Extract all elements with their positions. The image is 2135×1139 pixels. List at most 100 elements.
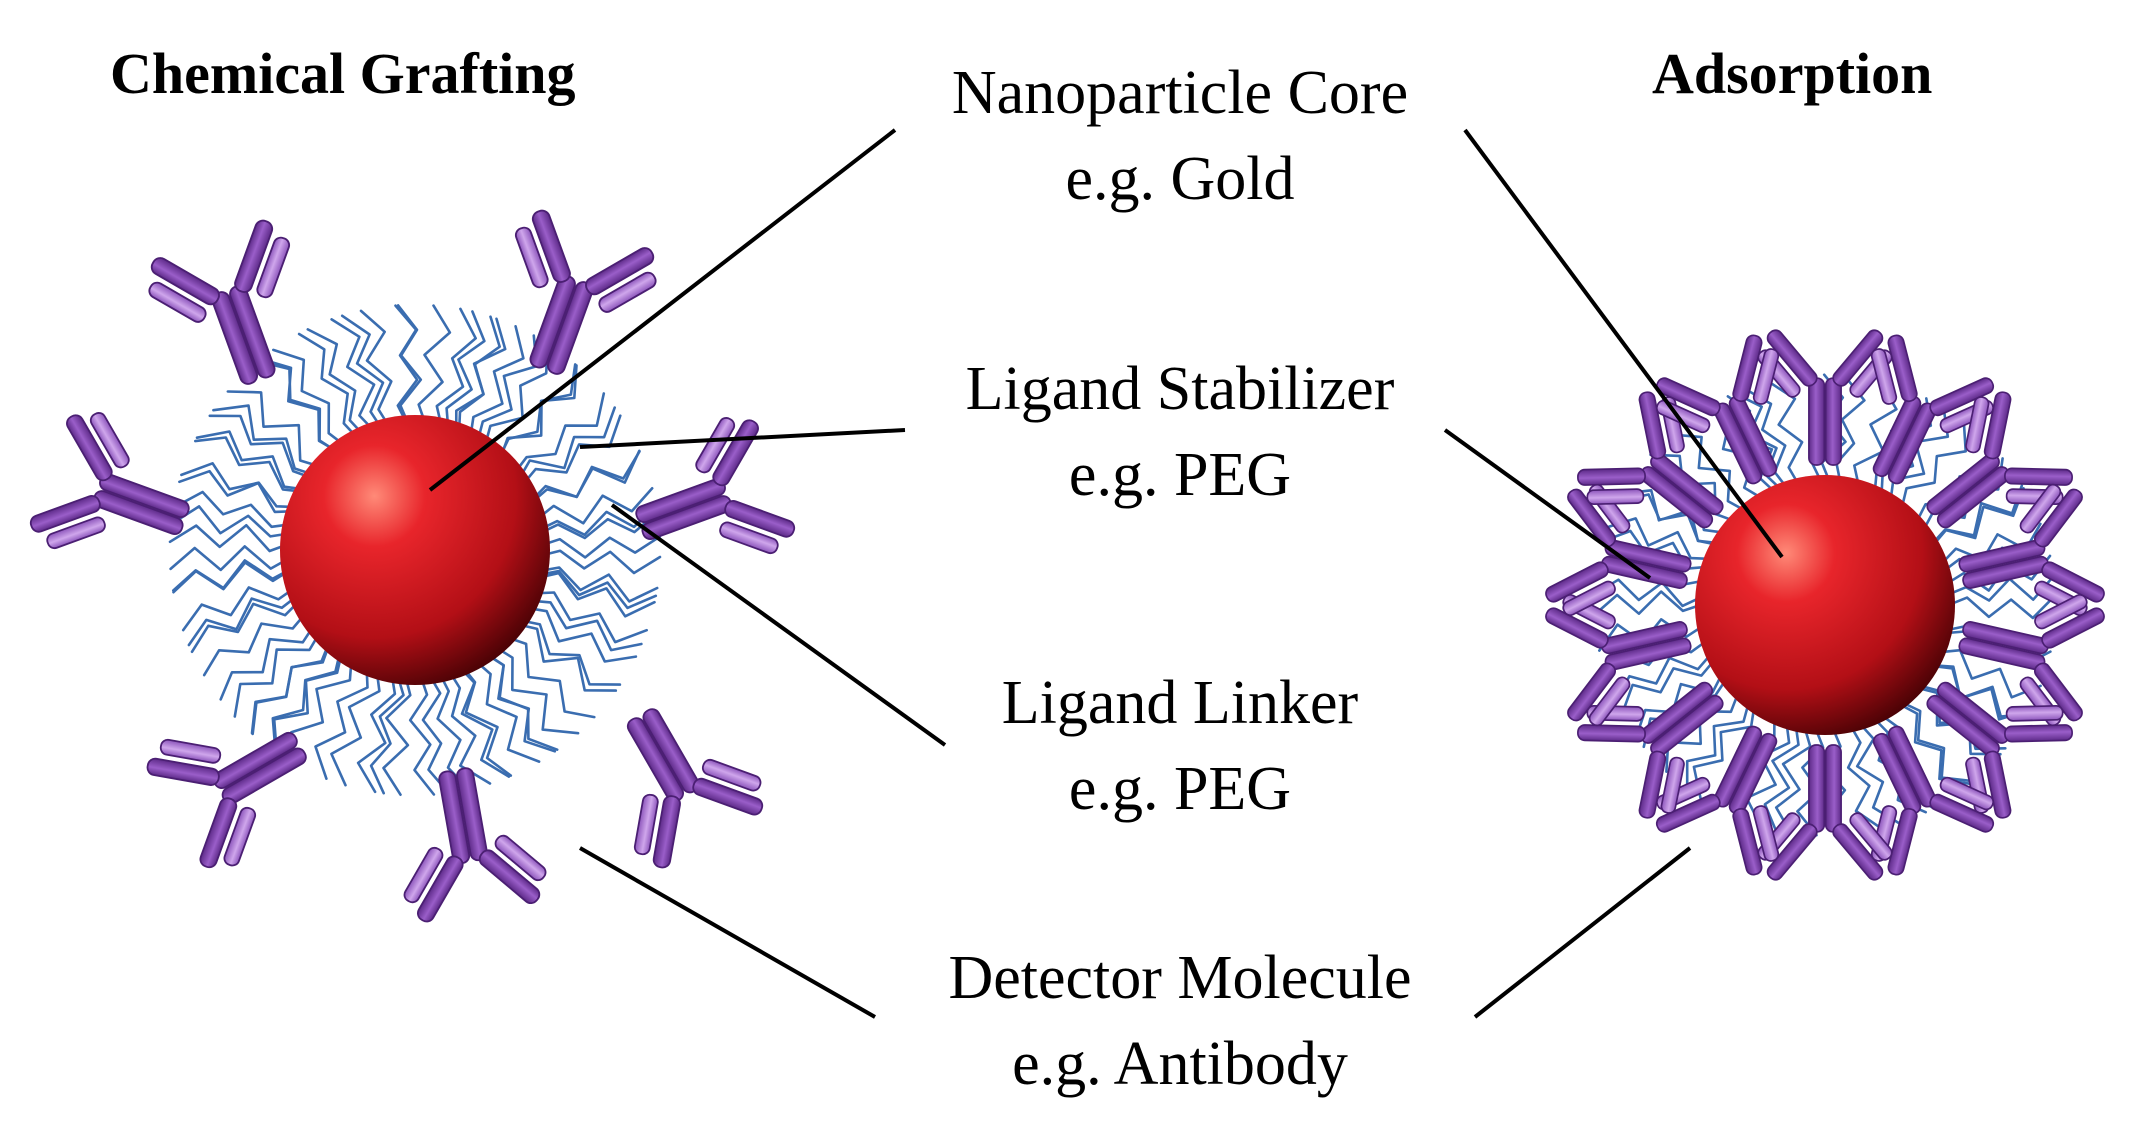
antibody-icon xyxy=(1958,594,2105,727)
right-nanoparticle-core xyxy=(1695,475,1955,735)
leader-lines xyxy=(428,128,1784,1019)
ligand-chain xyxy=(1853,380,1898,492)
ligand-chain xyxy=(530,569,658,610)
ligand-chain xyxy=(1943,594,2057,620)
label-ligand-linker-example: e.g. PEG xyxy=(1068,755,1292,823)
ligand-chain xyxy=(272,348,352,451)
ligand-chain xyxy=(482,342,549,453)
ligand-chain xyxy=(394,304,419,432)
ligand-chain xyxy=(314,658,369,780)
ligand-chain xyxy=(1933,648,2042,699)
ligand-chain xyxy=(169,505,298,538)
left-ligand-shell xyxy=(168,304,662,796)
ligand-chain xyxy=(533,549,662,575)
label-ligand-stabilizer-name: Ligand Stabilizer xyxy=(965,355,1395,423)
label-ligand-stabilizer-example: e.g. PEG xyxy=(1068,441,1292,509)
right-antibody-group xyxy=(1545,329,2105,881)
ligand-chain xyxy=(340,314,387,436)
antibody-icon xyxy=(148,219,291,385)
ligand-chain xyxy=(369,667,405,795)
ligand-chain xyxy=(180,462,305,509)
label-ligand-stabilizer: Ligand Stabilizer e.g. PEG xyxy=(870,346,1490,518)
ligand-chain xyxy=(208,414,319,482)
left-nanoparticle-core xyxy=(280,415,550,685)
ligand-chain xyxy=(290,650,354,764)
leader-detector-left xyxy=(579,846,876,1019)
leader-linker xyxy=(610,503,947,747)
antibody-icon xyxy=(1958,483,2105,616)
ligand-chain xyxy=(251,635,333,736)
leader-stabilizer-left xyxy=(579,428,906,449)
ligand-chain xyxy=(1943,575,2055,602)
ligand-chain xyxy=(187,590,304,647)
antibody-icon xyxy=(1577,391,1724,529)
ligand-chain xyxy=(356,666,397,794)
ligand-chain xyxy=(172,490,300,529)
ligand-chain xyxy=(1593,590,1707,616)
ligand-chain xyxy=(1745,717,1791,828)
ligand-chain xyxy=(1855,719,1901,825)
leader-core-right xyxy=(1463,128,1784,559)
left-nanoparticle xyxy=(29,209,796,923)
ligand-chain xyxy=(1593,578,1707,608)
ligand-chain xyxy=(250,635,334,735)
ligand-chain xyxy=(1774,721,1812,834)
antibody-icon xyxy=(1757,329,1893,466)
ligand-chain xyxy=(219,618,319,701)
ligand-chain xyxy=(469,655,541,763)
antibody-icon xyxy=(403,767,547,923)
ligand-chain xyxy=(271,643,343,754)
ligand-chain xyxy=(468,325,525,445)
ligand-chain xyxy=(417,304,452,432)
ligand-chain xyxy=(212,404,322,479)
ligand-chain xyxy=(1927,663,2030,718)
left-antibody-group xyxy=(29,209,796,923)
ligand-chain xyxy=(519,605,638,663)
ligand-chain xyxy=(533,535,662,559)
antibody-icon xyxy=(1926,681,2073,819)
ligand-chain xyxy=(525,450,641,507)
ligand-chain xyxy=(421,668,450,795)
ligand-chain xyxy=(202,606,312,677)
ligand-chain xyxy=(514,406,616,487)
ligand-chain xyxy=(172,561,298,594)
ligand-chain xyxy=(1685,697,1752,791)
ligand-chain xyxy=(233,625,325,718)
right-nanoparticle xyxy=(1545,329,2105,881)
ligand-chain xyxy=(525,591,648,644)
ligand-chain xyxy=(194,436,311,494)
ligand-chain xyxy=(1929,487,2025,550)
ligand-chain xyxy=(509,392,606,480)
ligand-chain xyxy=(1620,655,1719,716)
ligand-chain xyxy=(457,317,507,440)
ligand-chain xyxy=(306,328,370,441)
leader-stabilizer-right xyxy=(1443,428,1652,580)
label-nanoparticle-core-example: e.g. Gold xyxy=(1065,145,1295,213)
label-ligand-linker-name: Ligand Linker xyxy=(1001,669,1359,737)
ligand-chain xyxy=(330,662,381,787)
ligand-chain xyxy=(297,332,363,444)
ligand-chain xyxy=(517,414,622,491)
ligand-chain xyxy=(454,661,511,778)
antibody-icon xyxy=(1655,725,1780,876)
ligand-chain xyxy=(497,364,578,465)
antibody-icon xyxy=(626,708,764,869)
ligand-chain xyxy=(260,357,344,456)
ligand-chain xyxy=(532,511,659,540)
ligand-chain xyxy=(509,621,618,692)
antibody-icon xyxy=(1757,744,1893,881)
label-ligand-linker: Ligand Linker e.g. PEG xyxy=(870,660,1490,832)
ligand-chain xyxy=(359,309,394,434)
ligand-chain xyxy=(178,469,303,514)
ligand-chain xyxy=(498,633,596,719)
ligand-chain xyxy=(1669,433,1750,514)
ligand-chain xyxy=(330,318,380,437)
antibody-icon xyxy=(514,209,657,375)
label-nanoparticle-core-name: Nanoparticle Core xyxy=(951,59,1409,127)
ligand-chain xyxy=(511,617,622,686)
label-detector-molecule-example: e.g. Antibody xyxy=(1012,1030,1348,1098)
ligand-chain xyxy=(488,642,580,735)
title-adsorption: Adsorption xyxy=(1652,41,1933,106)
label-nanoparticle-core: Nanoparticle Core e.g. Gold xyxy=(870,50,1490,222)
